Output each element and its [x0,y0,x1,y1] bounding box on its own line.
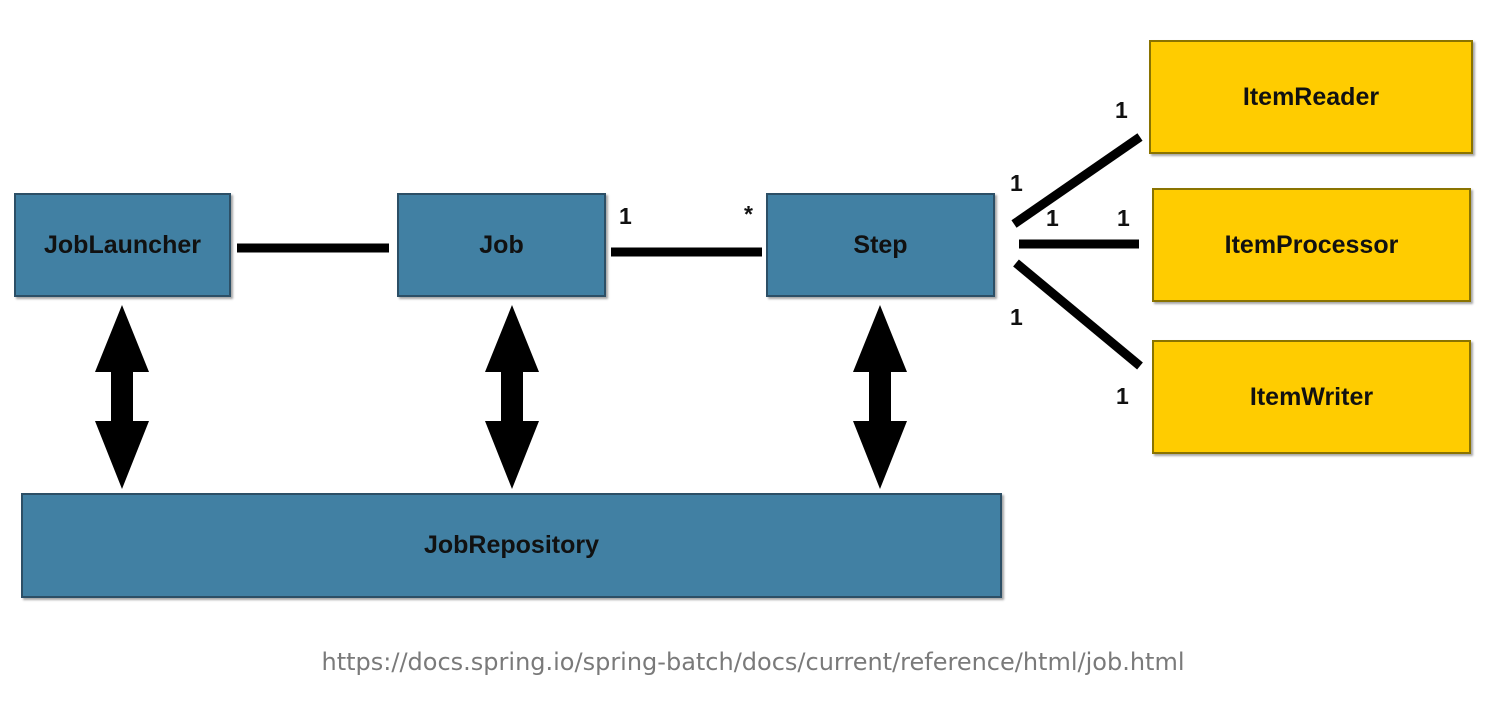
job-launcher-box: JobLauncher [14,193,231,297]
job-repository-label: JobRepository [423,531,600,559]
job-repository-double-arrow [485,305,539,489]
multiplicity-job-side: 1 [619,203,632,229]
job-box: Job [397,193,606,297]
step-box: Step [766,193,995,297]
step-label: Step [853,230,908,259]
item-writer-box: ItemWriter [1152,340,1471,454]
step-writer-connector [1013,259,1143,370]
item-processor-box: ItemProcessor [1152,188,1471,302]
job-launcher-label: JobLauncher [44,230,201,259]
item-processor-label: ItemProcessor [1224,230,1399,259]
multiplicity-step-processor: 1 [1046,205,1059,231]
item-reader-label: ItemReader [1242,82,1380,111]
multiplicity-processor: 1 [1117,205,1130,231]
multiplicity-step-writer: 1 [1010,304,1023,330]
multiplicity-writer: 1 [1116,383,1129,409]
multiplicity-step-reader: 1 [1010,170,1023,196]
launcher-repository-double-arrow [95,305,149,489]
job-repository-box: JobRepository [21,493,1002,598]
job-label: Job [479,230,524,259]
item-writer-label: ItemWriter [1249,382,1374,411]
item-reader-box: ItemReader [1149,40,1473,154]
source-caption: https://docs.spring.io/spring-batch/docs… [321,648,1185,676]
step-repository-double-arrow [853,305,907,489]
multiplicity-step-side: * [744,201,753,227]
step-reader-connector [1011,133,1143,228]
multiplicity-reader: 1 [1115,97,1128,123]
